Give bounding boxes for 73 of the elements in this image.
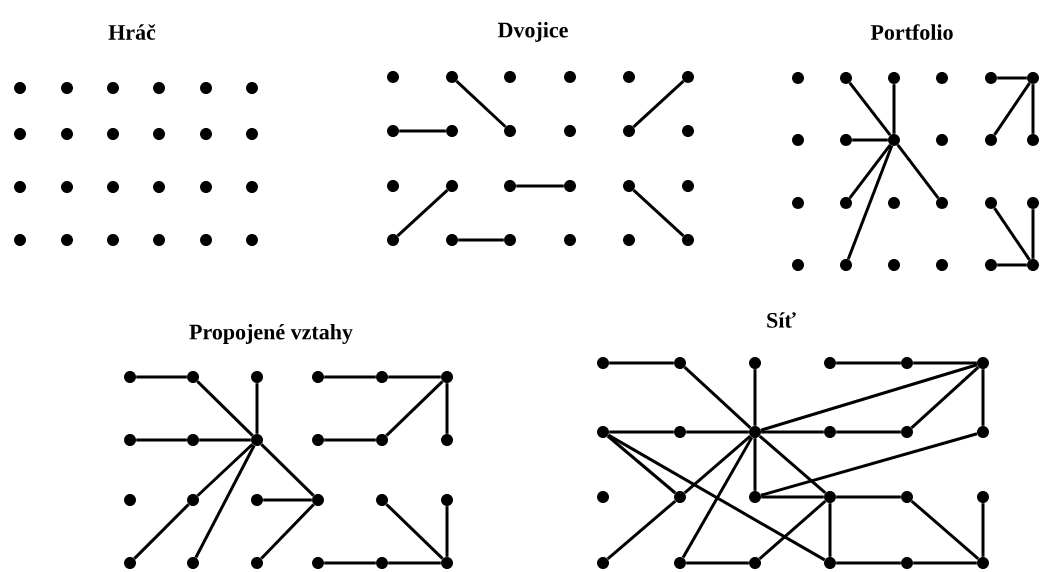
connector-line bbox=[753, 438, 757, 491]
connector-line bbox=[445, 383, 449, 434]
connector-line bbox=[828, 503, 832, 557]
connector-line bbox=[683, 434, 752, 495]
connector-line bbox=[606, 499, 677, 561]
connector-line bbox=[260, 503, 315, 560]
connector-line bbox=[385, 380, 444, 437]
connector-line bbox=[848, 82, 892, 136]
connector-line bbox=[516, 184, 564, 188]
connector-line bbox=[455, 80, 507, 128]
connector-line bbox=[632, 80, 685, 128]
connector-line bbox=[632, 189, 685, 237]
connector-line bbox=[836, 430, 901, 434]
connector-line bbox=[910, 499, 980, 561]
connector-line bbox=[263, 498, 312, 502]
connector-line bbox=[388, 375, 441, 379]
connector-line bbox=[913, 361, 977, 365]
connector-line bbox=[388, 561, 441, 565]
connector-line bbox=[681, 436, 754, 559]
connector-line bbox=[136, 375, 187, 379]
connector-line bbox=[686, 561, 749, 565]
connector-line bbox=[753, 369, 757, 426]
connector-line bbox=[458, 238, 504, 242]
connector-line bbox=[848, 144, 892, 199]
connector-line bbox=[606, 434, 677, 495]
connector-line bbox=[686, 430, 749, 434]
panel-title: Síť bbox=[767, 312, 796, 328]
connector-line bbox=[993, 82, 1031, 136]
connector-line bbox=[609, 430, 674, 434]
connector-line bbox=[683, 366, 752, 429]
connector-line bbox=[196, 380, 254, 437]
connector-line bbox=[981, 369, 985, 426]
connector-line bbox=[607, 433, 826, 562]
connector-line bbox=[609, 361, 674, 365]
connector-line bbox=[396, 189, 449, 237]
connector-line bbox=[758, 499, 827, 561]
connector-line bbox=[399, 129, 446, 133]
connector-line bbox=[445, 506, 449, 557]
connector-line bbox=[260, 443, 315, 497]
connector-line bbox=[910, 366, 980, 429]
connector-line bbox=[199, 438, 251, 442]
connector-line bbox=[760, 363, 978, 432]
panel-title: Propojené vztahy bbox=[189, 323, 353, 344]
connector-line bbox=[913, 561, 977, 565]
connector-line bbox=[1031, 209, 1035, 259]
connector-line bbox=[892, 84, 896, 134]
connector-line bbox=[997, 76, 1027, 80]
connector-line bbox=[836, 561, 901, 565]
panel-title: Dvojice bbox=[497, 22, 568, 42]
connector-line bbox=[846, 145, 894, 260]
connector-line bbox=[760, 432, 978, 497]
panel-title: Hráč bbox=[108, 24, 156, 40]
connector-line bbox=[896, 144, 940, 199]
connector-line bbox=[997, 263, 1027, 267]
connector-line bbox=[981, 503, 985, 557]
connector-line bbox=[136, 438, 187, 442]
connector-line bbox=[761, 430, 824, 434]
connector-line bbox=[324, 438, 376, 442]
panel-title: Portfolio bbox=[870, 24, 953, 40]
connector-line bbox=[761, 495, 824, 499]
connector-line bbox=[758, 434, 827, 495]
connector-line bbox=[255, 383, 259, 434]
connector-line bbox=[385, 503, 444, 560]
connector-line bbox=[852, 138, 888, 142]
connector-line bbox=[324, 561, 376, 565]
connector-line bbox=[836, 361, 901, 365]
connector-line bbox=[133, 503, 190, 560]
connector-line bbox=[1031, 84, 1035, 134]
connector-line bbox=[993, 207, 1031, 261]
connector-line bbox=[324, 375, 376, 379]
connector-line bbox=[196, 443, 254, 497]
connector-line bbox=[194, 444, 256, 559]
connector-line bbox=[836, 495, 901, 499]
